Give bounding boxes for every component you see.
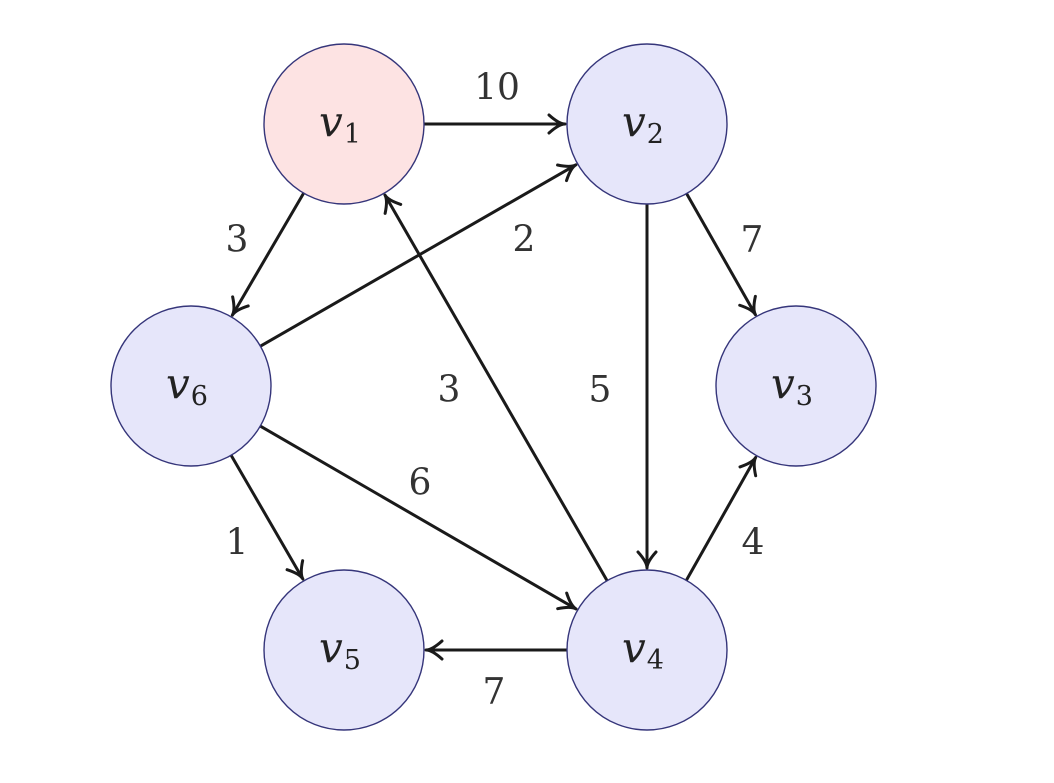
- node-v4: v4: [566, 569, 728, 731]
- edge-weight-v6-v4: 6: [409, 463, 432, 504]
- edge-line: [259, 164, 575, 348]
- node-label-subscript: 4: [647, 645, 664, 676]
- node-label-subscript: 5: [344, 645, 361, 676]
- node-label-v1: v1: [319, 97, 361, 150]
- edge-line: [232, 192, 305, 315]
- node-circle: [263, 569, 425, 731]
- edge-weight-v1-v6: 3: [226, 220, 249, 261]
- edge-weight-v1-v2: 10: [474, 68, 520, 109]
- node-v1: v1: [263, 43, 425, 205]
- node-circle: [566, 43, 728, 205]
- node-label-v5: v5: [319, 623, 361, 676]
- weights-layer: 10 3 2 7 5 3 6 1 4 7: [226, 68, 765, 713]
- edge-v1-v6: [230, 192, 305, 317]
- node-label-main: v: [771, 359, 795, 408]
- edge-weight-v4-v1: 3: [438, 370, 461, 411]
- edge-line: [685, 458, 757, 582]
- edge-v2-v3: [685, 192, 757, 317]
- node-circle: [263, 43, 425, 205]
- node-label-main: v: [622, 623, 646, 672]
- arrowhead-icon: [285, 559, 305, 581]
- arrowhead-icon: [556, 591, 578, 611]
- node-circle: [566, 569, 728, 731]
- arrowhead-icon: [738, 455, 758, 478]
- edge-v4-v5: [424, 639, 567, 661]
- edge-weight-v2-v3: 7: [741, 220, 764, 261]
- edge-v2-v4: [636, 204, 658, 570]
- edge-weight-v6-v2: 2: [513, 220, 536, 261]
- node-v6: v6: [110, 305, 272, 467]
- edge-weight-v4-v5: 7: [483, 672, 506, 713]
- node-label-v2: v2: [622, 97, 664, 150]
- edges-layer: [229, 113, 758, 661]
- edge-weight-v4-v3: 4: [742, 523, 765, 564]
- node-label-v4: v4: [622, 623, 664, 676]
- edge-weight-v6-v5: 1: [226, 523, 249, 564]
- node-label-subscript: 6: [191, 381, 208, 412]
- edge-v4-v1: [383, 193, 609, 582]
- arrowhead-icon: [636, 550, 658, 570]
- node-label-main: v: [319, 97, 343, 146]
- node-circle: [110, 305, 272, 467]
- node-v3: v3: [715, 305, 877, 467]
- edge-v4-v3: [685, 455, 758, 582]
- edge-line: [685, 192, 756, 314]
- node-label-subscript: 3: [796, 381, 813, 412]
- node-label-v3: v3: [771, 359, 813, 412]
- edge-line: [384, 196, 609, 582]
- arrowhead-icon: [547, 113, 567, 135]
- node-v5: v5: [263, 569, 425, 731]
- node-label-subscript: 1: [344, 119, 361, 150]
- arrowhead-icon: [738, 294, 757, 317]
- node-label-main: v: [166, 359, 190, 408]
- node-label-main: v: [319, 623, 343, 672]
- edge-v6-v4: [259, 424, 578, 611]
- arrowhead-icon: [383, 193, 403, 215]
- node-label-v6: v6: [166, 359, 208, 412]
- edge-v6-v2: [259, 163, 578, 348]
- edge-weight-v2-v4: 5: [589, 370, 612, 411]
- edge-v6-v5: [229, 454, 305, 581]
- arrowhead-icon: [556, 163, 578, 183]
- edge-line: [229, 454, 304, 579]
- arrowhead-icon: [424, 639, 444, 661]
- arrowhead-icon: [230, 295, 250, 317]
- node-v2: v2: [566, 43, 728, 205]
- edge-v1-v2: [424, 113, 567, 135]
- node-label-main: v: [622, 97, 646, 146]
- edge-line: [259, 424, 576, 610]
- node-circle: [715, 305, 877, 467]
- node-label-subscript: 2: [647, 119, 664, 150]
